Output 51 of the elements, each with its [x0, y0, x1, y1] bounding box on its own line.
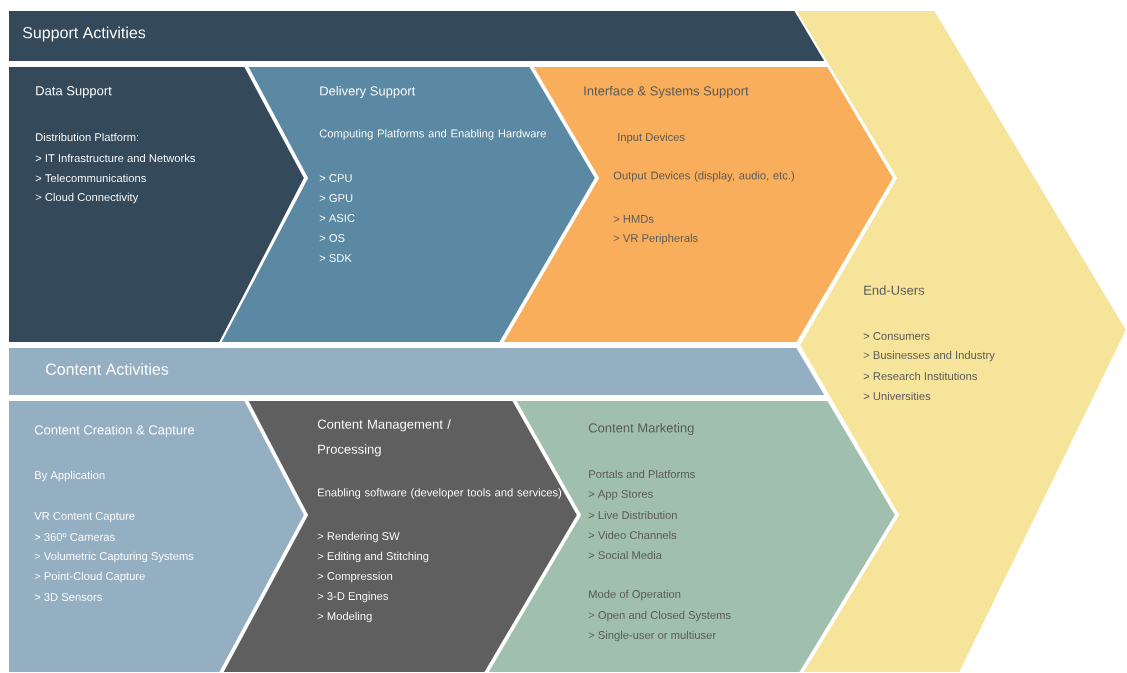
list-item: > 360º Cameras — [34, 533, 115, 541]
list-item: > Open and Closed Systems — [588, 610, 731, 622]
list-item: Distribution Platform: — [36, 132, 139, 142]
list-item: Mode of Operation — [589, 589, 681, 601]
list-item: > Telecommunications — [35, 173, 146, 183]
list-item: > Editing and Stitching — [317, 551, 429, 563]
panel-heading: Content Creation & Capture — [34, 424, 194, 438]
list-item: > Volumetric Capturing Systems — [34, 551, 194, 563]
section-band — [7, 9, 828, 63]
list-item: Input Devices — [618, 132, 685, 144]
list-item: > Live Distribution — [588, 510, 677, 520]
chevron-panel — [220, 399, 580, 673]
list-item: VR Content Capture — [34, 511, 135, 523]
panel-heading: Content Marketing — [588, 422, 694, 436]
list-item: > VR Peripherals — [613, 233, 698, 245]
list-item: By Application — [35, 470, 105, 482]
list-item: > 3-D Engines — [317, 591, 389, 603]
list-item: > Modeling — [317, 611, 372, 623]
list-item: > Single-user or multiuser — [588, 630, 716, 642]
list-item: > Compression — [317, 571, 393, 583]
list-item: > Social Media — [588, 550, 662, 560]
list-item: > OS — [319, 234, 345, 242]
chevron-panel — [7, 65, 307, 344]
list-item: > CPU — [319, 174, 352, 182]
list-item: > ASIC — [319, 214, 355, 222]
panel-heading: End-Users — [864, 285, 925, 295]
panel-heading: Content Management / Processing — [317, 419, 451, 457]
list-item: > Point-Cloud Capture — [34, 571, 145, 583]
list-item: > HMDs — [613, 215, 654, 223]
list-item: Computing Platforms and Enabling Hardware — [319, 129, 546, 140]
chevron-panel — [7, 399, 307, 673]
panel-heading: Interface & Systems Support — [584, 85, 749, 99]
list-item: > Rendering SW — [317, 531, 400, 543]
list-item: > Video Channels — [588, 530, 677, 540]
list-item: Output Devices (display, audio, etc.) — [613, 171, 795, 182]
list-item: > Research Institutions — [863, 371, 977, 381]
list-item: > SDK — [319, 254, 352, 262]
list-item: > 3D Sensors — [34, 593, 102, 601]
list-item: > Universities — [863, 391, 931, 401]
list-item: > IT Infrastructure and Networks — [35, 153, 196, 163]
list-item: > Consumers — [863, 332, 930, 340]
band-title: Support Activities — [22, 26, 146, 42]
list-item: > GPU — [319, 194, 353, 202]
panel-heading: Delivery Support — [320, 85, 416, 99]
list-item: > App Stores — [588, 489, 653, 501]
panel-heading: Data Support — [36, 86, 112, 98]
list-item: Enabling software (developer tools and services) — [318, 488, 562, 499]
list-item: Portals and Platforms — [589, 469, 695, 479]
list-item: > Businesses and Industry — [863, 350, 995, 362]
band-title: Content Activities — [46, 363, 169, 375]
list-item: > Cloud Connectivity — [35, 192, 139, 204]
